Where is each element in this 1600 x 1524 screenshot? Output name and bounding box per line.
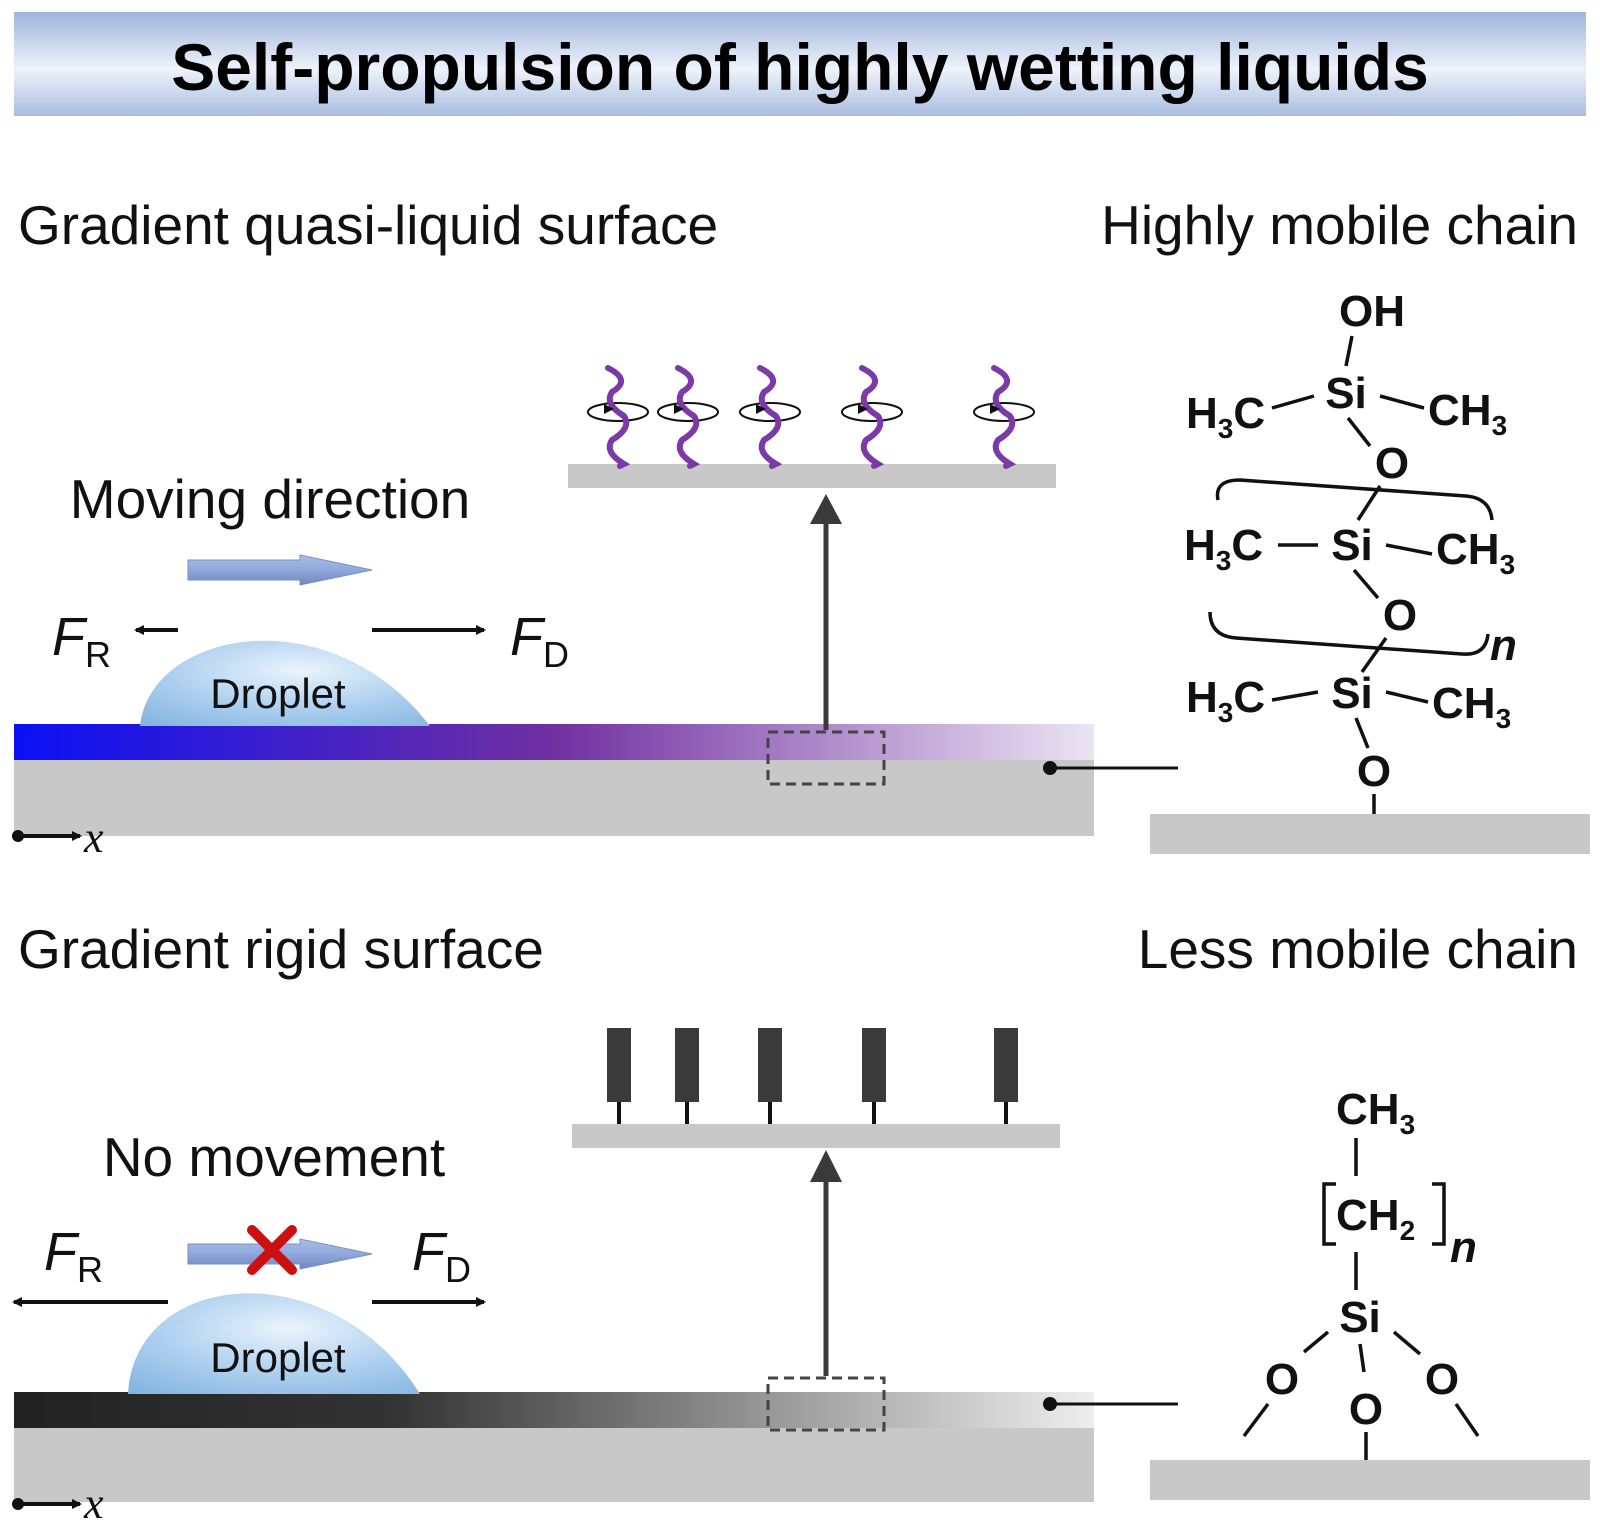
bottom-direction-label: No movement: [103, 1126, 445, 1188]
top-force-right: FD: [510, 607, 569, 675]
mobile-chain: [657, 365, 719, 469]
top-molecule-plate: [1150, 814, 1590, 854]
top-ch3-3: CH3: [1432, 679, 1511, 734]
mobile-chain: [841, 365, 903, 469]
top-chain-heading: Highly mobile chain: [1101, 194, 1578, 256]
top-droplet-label: Droplet: [210, 670, 346, 717]
rigid-chain: [994, 1028, 1018, 1124]
bottom-droplet: [128, 1293, 420, 1394]
top-direction-label: Moving direction: [70, 468, 470, 530]
bottom-o-center: O: [1349, 1385, 1383, 1434]
bottom-chain-heading: Less mobile chain: [1138, 918, 1578, 980]
bottom-o-right: O: [1425, 1355, 1459, 1404]
top-direction-arrow: [187, 554, 373, 586]
top-h3c-2: H3C: [1184, 521, 1263, 576]
rigid-chain: [758, 1028, 782, 1124]
mobile-chain: [739, 365, 801, 469]
top-zoom-arrow-head: [810, 494, 842, 524]
top-axis-label: x: [83, 813, 104, 862]
top-o-3: O: [1357, 747, 1391, 796]
siloxane-molecule: OH Si H3C CH3 O Si H3C CH3 O n Si H3C CH…: [1184, 287, 1517, 814]
top-zoom-box: [766, 730, 886, 786]
top-zoom-plate: [568, 464, 1056, 488]
alkylsilane-molecule: CH3 CH2 n Si O O O: [1242, 1085, 1480, 1460]
top-h3c-1: H3C: [1186, 389, 1265, 444]
rigid-chain: [862, 1028, 886, 1124]
bottom-substrate: [14, 1426, 1094, 1502]
bottom-gradient-coating: [14, 1392, 1094, 1428]
top-o-2: O: [1383, 591, 1417, 640]
top-si-2: Si: [1331, 521, 1373, 570]
top-h3c-3: H3C: [1186, 673, 1265, 728]
title-band: [14, 12, 1586, 116]
bottom-droplet-label: Droplet: [210, 1334, 346, 1381]
top-si-1: Si: [1325, 369, 1367, 418]
top-ch3-1: CH3: [1428, 386, 1507, 441]
bottom-repeat-n: n: [1450, 1223, 1477, 1272]
top-repeat-n: n: [1490, 621, 1517, 670]
mobile-chains: [587, 365, 1035, 469]
mobile-chain: [973, 365, 1035, 469]
bottom-force-left: FR: [44, 1222, 103, 1290]
bottom-ch3: CH3: [1336, 1085, 1415, 1140]
rigid-chain: [675, 1028, 699, 1124]
top-oh-label: OH: [1339, 287, 1405, 336]
rigid-chains: [607, 1028, 1018, 1124]
top-si-3: Si: [1331, 669, 1373, 718]
rigid-chain: [607, 1028, 631, 1124]
mobile-chain: [587, 365, 649, 469]
top-heading: Gradient quasi-liquid surface: [18, 194, 718, 256]
bottom-zoom-arrow-head: [810, 1150, 842, 1182]
top-ch3-2: CH3: [1436, 525, 1515, 580]
no-movement-cross: [247, 1225, 297, 1275]
bottom-heading: Gradient rigid surface: [18, 918, 544, 980]
bottom-zoom-plate: [572, 1124, 1060, 1148]
bottom-force-right: FD: [412, 1222, 471, 1290]
bottom-molecule-plate: [1150, 1460, 1590, 1500]
top-gradient-coating: [14, 724, 1094, 760]
top-o-1: O: [1375, 439, 1409, 488]
bottom-axis-label: x: [83, 1479, 104, 1524]
top-droplet: [140, 640, 430, 726]
bottom-zoom-box: [766, 1376, 886, 1432]
top-substrate: [14, 758, 1094, 836]
bottom-si: Si: [1339, 1293, 1381, 1342]
top-force-left: FR: [52, 607, 111, 675]
bottom-ch2: CH2: [1336, 1191, 1415, 1246]
page-title: Self-propulsion of highly wetting liquid…: [171, 30, 1429, 104]
bottom-o-left: O: [1265, 1355, 1299, 1404]
